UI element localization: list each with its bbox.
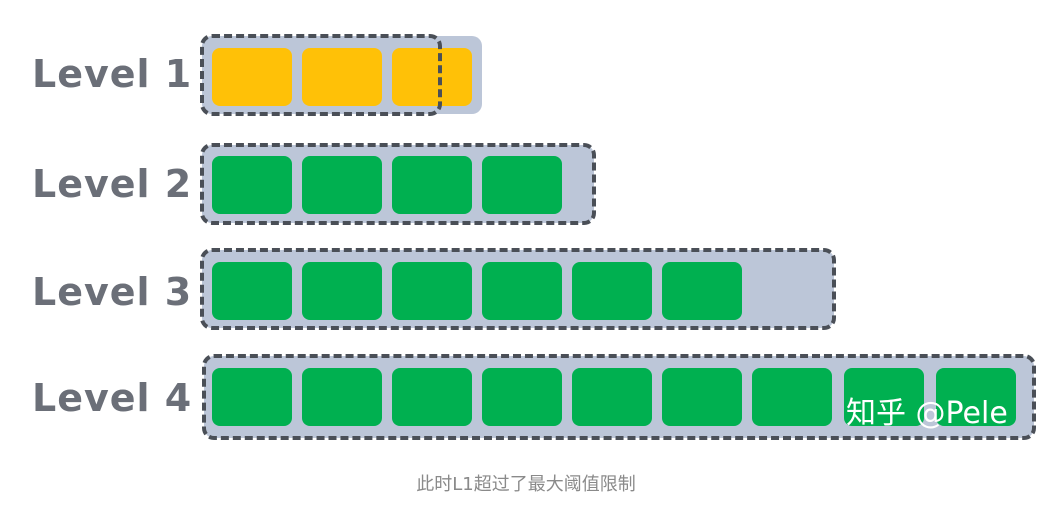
level-1-block (302, 48, 382, 106)
level-1-limit-box (200, 34, 442, 116)
level-1-block (392, 48, 472, 106)
level-4-block (212, 368, 292, 426)
level-2-block (392, 156, 472, 214)
level-4-block (936, 368, 1016, 426)
level-label-2: Level 2 (32, 162, 193, 206)
level-3-block (662, 262, 742, 320)
level-2-block (212, 156, 292, 214)
level-label-4: Level 4 (32, 376, 193, 420)
level-4-block (662, 368, 742, 426)
level-label-1: Level 1 (32, 52, 193, 96)
level-3-block (392, 262, 472, 320)
level-4-block (302, 368, 382, 426)
watermark-text: 知乎 @Pele (846, 396, 1008, 431)
figure-caption: 此时L1超过了最大阈值限制 (416, 474, 636, 495)
level-2-block (482, 156, 562, 214)
level-3-block (482, 262, 562, 320)
level-diagram: Level 1 Level 2 Level 3 Level 4 知乎 @Pele (32, 34, 1036, 440)
level-1-block (212, 48, 292, 106)
level-2-limit-box (200, 143, 596, 225)
level-2-block (302, 156, 382, 214)
level-4-limit-box (202, 354, 1036, 440)
level-4-block (392, 368, 472, 426)
level-4-block (482, 368, 562, 426)
level-4-block (572, 368, 652, 426)
level-4-block (844, 368, 924, 426)
level-3-block (302, 262, 382, 320)
level-label-3: Level 3 (32, 270, 193, 314)
level-3-block (572, 262, 652, 320)
level-3-limit-box (200, 248, 836, 330)
level-4-block (752, 368, 832, 426)
level-3-block (212, 262, 292, 320)
